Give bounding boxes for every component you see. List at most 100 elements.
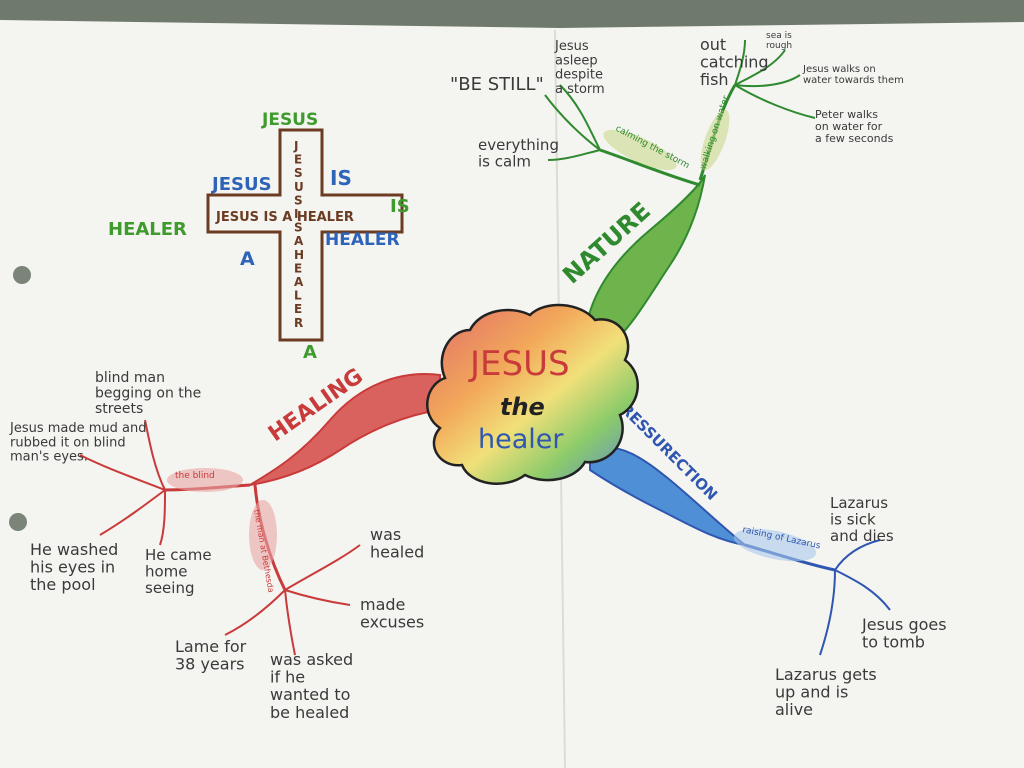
leaf-jesus-tomb-line: Jesus goes [861, 615, 947, 634]
leaf-blind-man-begging-line: streets [95, 401, 143, 417]
central-cloud [426, 303, 639, 485]
nature-thick-branch [583, 174, 706, 347]
cross-vertical-letter: A [294, 275, 304, 289]
nature-twig-fish [734, 39, 746, 86]
healing-twig-home [159, 489, 166, 546]
leaf-made-excuses-line: made [360, 595, 405, 614]
cross-left-word: JESUS [210, 174, 272, 195]
cross-horizontal-phrase: JESUS IS A HEALER [215, 210, 354, 225]
nature-stem-left [599, 148, 701, 187]
nature-twig-calm [547, 149, 601, 161]
leaf-sea-rough-line: rough [766, 41, 792, 51]
cross-far-left-word: HEALER [108, 219, 187, 240]
cross-vertical-letter: A [294, 234, 304, 248]
leaf-everything-calm-line: is calm [478, 153, 531, 171]
cross-vertical-letter: H [294, 248, 304, 262]
cross-vertical-letter: I [294, 207, 298, 221]
central-line3: healer [478, 424, 564, 455]
leaf-came-home-line: seeing [145, 579, 194, 597]
leaf-jesus-asleep-line: Jesus [554, 39, 589, 54]
nature-twig-bestill [544, 94, 601, 151]
leaf-out-catching-fish-line: fish [700, 70, 729, 89]
leaf-lazarus-sick-line: is sick [830, 511, 876, 529]
cross-vertical-letter: E [294, 302, 302, 316]
leaf-washed-eyes-line: his eyes in [30, 558, 115, 577]
nature-sub-highlight-2 [700, 109, 730, 171]
leaf-was-asked-line: be healed [270, 703, 349, 722]
cross-right-lower-word: HEALER [325, 230, 400, 250]
cross-vertical-letter: J [293, 139, 298, 153]
cross-vertical-letter: E [294, 261, 302, 275]
leaf-everything-calm-line: everything [478, 136, 559, 154]
central-topic: JESUS the healer [426, 303, 639, 485]
resurrection-twig-sick [834, 539, 881, 571]
resurrection-twig-alive [819, 569, 836, 656]
nature-twig-walks [734, 74, 801, 88]
leaf-out-catching-fish-line: catching [700, 53, 769, 72]
binder-hole-bottom [9, 513, 27, 531]
leaf-sea-rough-line: sea is [766, 31, 792, 41]
leaf-mud-rubbed-line: man's eyes. [10, 450, 88, 465]
leaf-lame-38-line: 38 years [175, 655, 244, 674]
cross-vertical-letter: S [294, 193, 303, 207]
leaf-was-healed-line: healed [370, 543, 424, 562]
leaf-lazarus-alive-line: alive [775, 700, 813, 719]
cross-outline [206, 128, 404, 342]
leaf-lame-38-line: Lame for [175, 637, 247, 656]
leaf-jesus-walks-line: water towards them [803, 75, 904, 86]
healing-twig-mud [79, 454, 166, 491]
leaf-blind-man-begging-line: begging on the [95, 385, 201, 401]
cross-far-right-word: IS [390, 196, 410, 217]
resurrection-sub-highlight [733, 528, 817, 562]
nature-twig-sea [734, 49, 786, 86]
leaf-lazarus-sick-line: Lazarus [830, 494, 888, 512]
healing-twig-begging [144, 419, 166, 491]
healing-twig-healed [284, 544, 361, 591]
central-title: JESUS [468, 344, 570, 384]
leaf-be-still: "BE STILL" [450, 74, 544, 95]
leaf-mud-rubbed-line: Jesus made mud and [9, 421, 147, 436]
binder-hole-top [13, 266, 31, 284]
leaf-peter-walks-line: Peter walks [815, 108, 878, 121]
cross-top-word: JESUS [261, 110, 318, 130]
leaf-out-catching-fish-line: out [700, 35, 726, 54]
leaf-lazarus-sick-line: and dies [830, 527, 894, 545]
leaf-peter-walks-line: on water for [815, 120, 883, 133]
nature-twig-asleep [559, 84, 601, 151]
leaf-jesus-tomb-line: to tomb [862, 633, 925, 652]
healing-twig-lame [224, 589, 286, 636]
leaf-mud-rubbed-line: rubbed it on blind [10, 435, 126, 450]
healing-twig-excuses [284, 589, 351, 606]
cross-right-word: IS [330, 166, 352, 190]
leaf-jesus-asleep-line: a storm [555, 82, 605, 97]
healing-twig-washed [99, 489, 166, 536]
cross-vertical-letter: U [294, 180, 304, 194]
cross-vertical-letter: S [294, 221, 303, 235]
healing-thick-branch [249, 373, 441, 486]
leaf-washed-eyes-line: the pool [30, 575, 96, 594]
healing-sub-highlight-2 [249, 500, 277, 570]
leaf-jesus-walks-line: Jesus walks on [802, 64, 876, 75]
resurrection-twig-tomb [834, 569, 891, 611]
healing-sub-blind: the blind [175, 471, 215, 481]
leaf-lazarus-alive-line: up and is [775, 683, 848, 702]
nature-sub-highlight-1 [603, 129, 677, 171]
cross-left-lower-word: A [240, 248, 255, 270]
leaf-came-home-line: He came [145, 546, 212, 564]
